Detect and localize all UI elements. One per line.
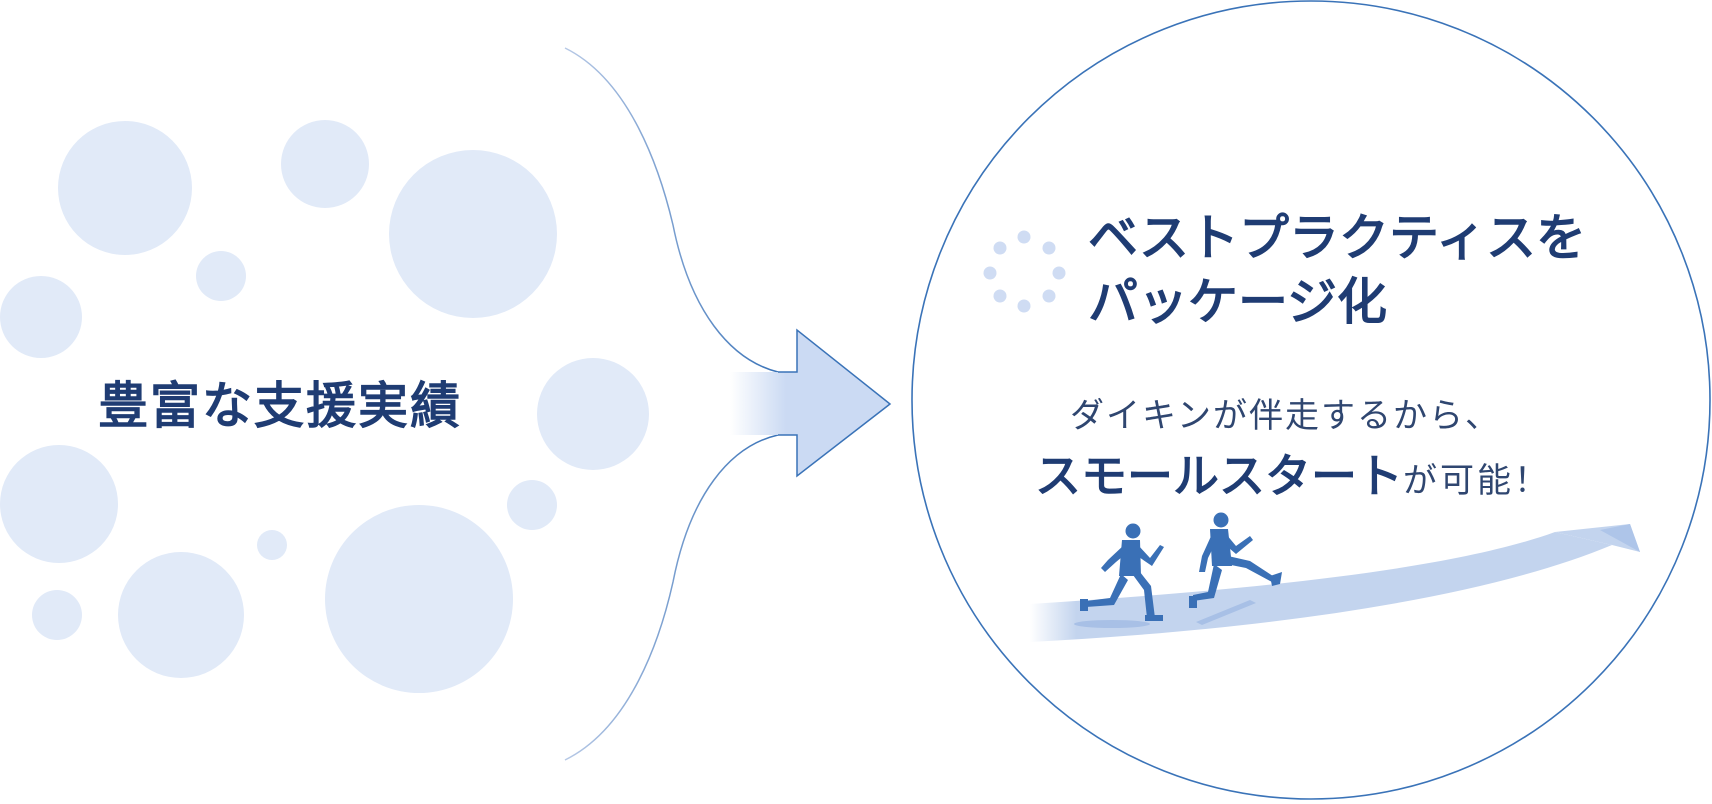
bubble — [537, 358, 649, 470]
bubble — [281, 120, 369, 208]
funnel-curve-top — [564, 47, 779, 373]
runner-front — [1080, 523, 1164, 621]
bubble — [507, 480, 557, 530]
runner-shadows — [1074, 600, 1256, 628]
bubble — [196, 251, 246, 301]
bubble — [0, 445, 118, 563]
bubble — [118, 552, 244, 678]
bubble-cluster — [0, 120, 649, 693]
sub-line-1: ダイキンが伴走するから、 — [1070, 396, 1501, 436]
left-label-support-record: 豊富な支援実績 — [98, 377, 462, 435]
transition-arrow — [730, 328, 892, 478]
bubble — [325, 505, 513, 693]
running-businessmen-icon — [1080, 512, 1282, 621]
funnel-curve-bottom — [564, 434, 779, 761]
bubble — [0, 276, 82, 358]
sub-line-2: スモールスタートが可能！ — [1035, 440, 1551, 506]
bubble — [389, 150, 557, 318]
small-start-emphasis: スモールスタート — [1035, 449, 1403, 503]
solution-headline: ベストプラクティスを パッケージ化 — [1088, 206, 1586, 334]
bubble — [32, 590, 82, 640]
dotted-loader-icon — [983, 230, 1066, 313]
sub-line-2-rest: が可能！ — [1403, 461, 1551, 501]
bubble — [58, 121, 192, 255]
headline-line-2: パッケージ化 — [1088, 273, 1387, 331]
runner-back — [1189, 512, 1282, 608]
growth-arrow-icon — [1030, 524, 1640, 642]
headline-line-1: ベストプラクティスを — [1088, 209, 1586, 267]
bubble — [257, 530, 287, 560]
